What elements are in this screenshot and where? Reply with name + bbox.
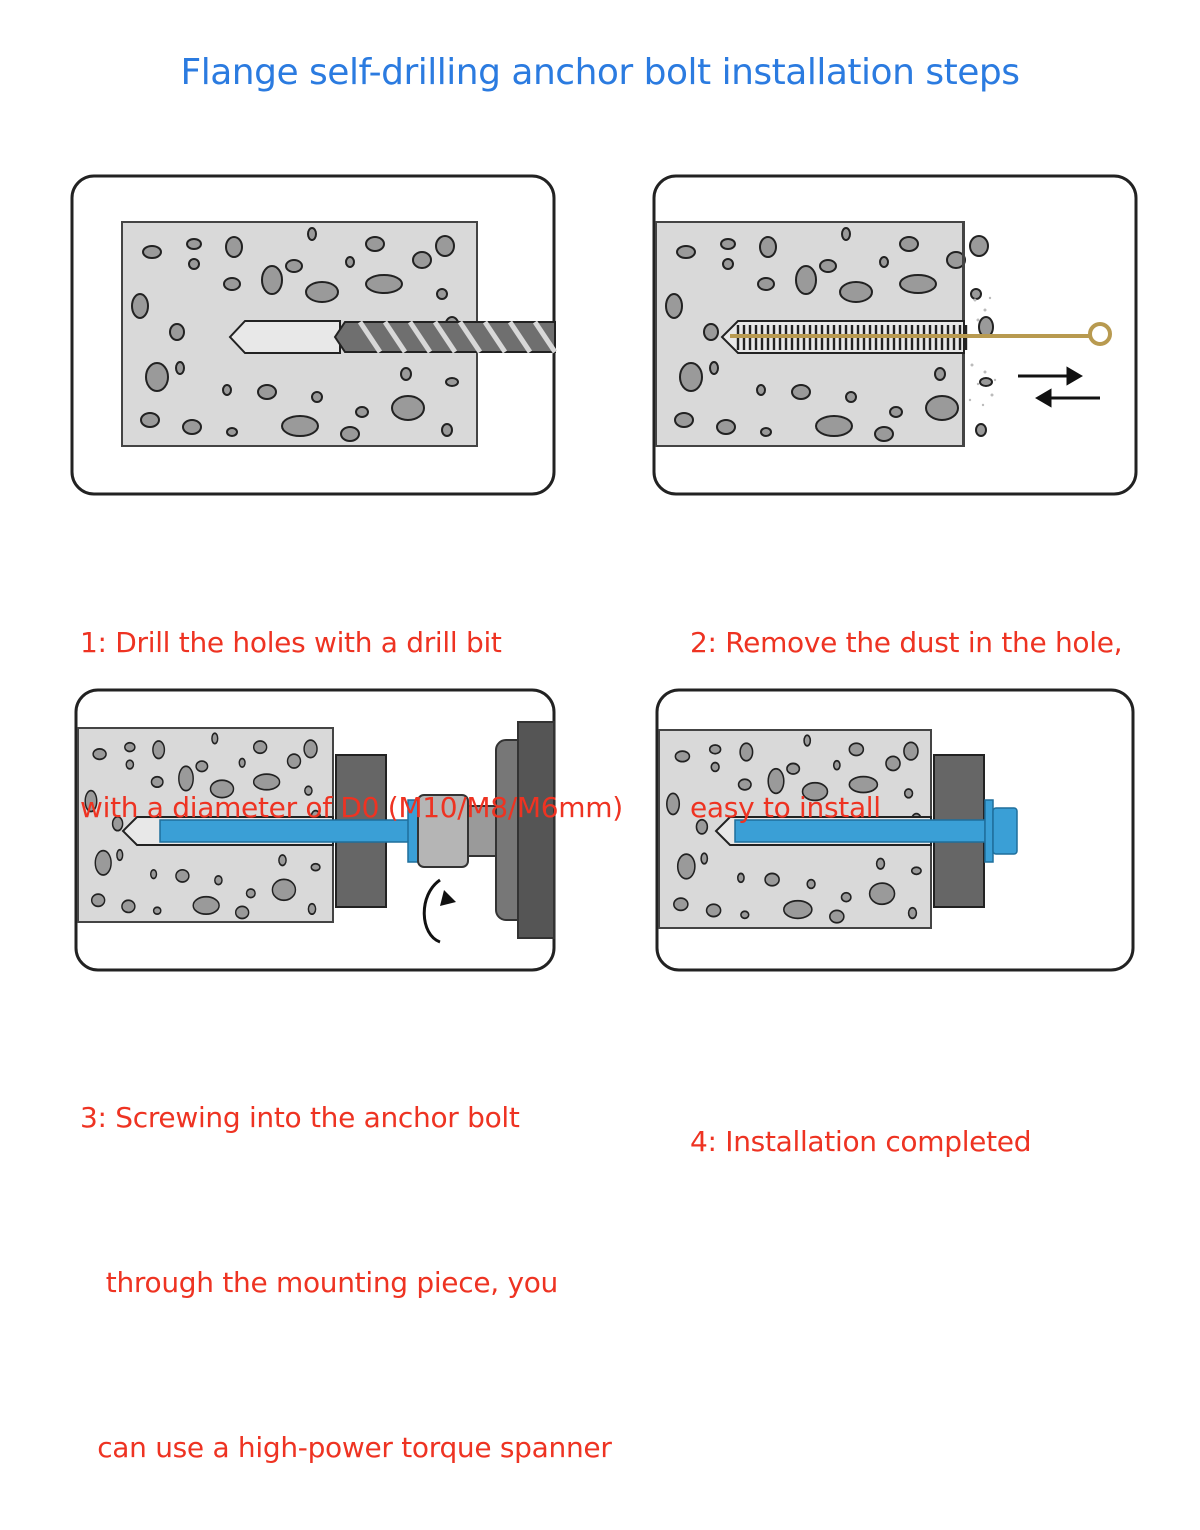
installed-bolt-icon — [734, 799, 1018, 863]
step-1-line-1: 1: Drill the holes with a drill bit — [80, 626, 502, 659]
step-2-caption: 2: Remove the dust in the hole, easy to … — [690, 505, 1123, 890]
page-title: Flange self-drilling anchor bolt install… — [180, 52, 1020, 93]
step-2-line-2: easy to install — [690, 791, 881, 824]
step-3-line-3: can use a high-power torque spanner — [80, 1431, 612, 1464]
step-3-illustration — [74, 688, 556, 972]
step-3-line-2: through the mounting piece, you — [80, 1266, 559, 1299]
drill-bit-icon — [333, 320, 558, 354]
step-3-line-1: 3: Screwing into the anchor bolt — [80, 1101, 520, 1134]
step-4-illustration — [655, 688, 1135, 972]
dust-icon — [968, 296, 997, 407]
brush-icon — [730, 322, 1112, 350]
step-2-line-1: 2: Remove the dust in the hole, — [690, 626, 1123, 659]
step-4-line-1: 4: Installation completed — [690, 1125, 1032, 1158]
installation-diagram — [70, 174, 1138, 972]
step-1-caption: 1: Drill the holes with a drill bit with… — [80, 505, 623, 890]
push-pull-arrows-icon — [1018, 366, 1100, 408]
torque-spanner-icon — [417, 721, 555, 939]
step-3-caption: 3: Screwing into the anchor bolt through… — [80, 980, 612, 1530]
step-1-illustration — [70, 174, 558, 496]
step-1-line-2: with a diameter of D0 (M10/M8/M6mm) — [80, 791, 623, 824]
rotate-icon — [422, 878, 456, 944]
step-4-caption: 4: Installation completed — [690, 1004, 1032, 1224]
step-2-illustration — [652, 174, 1138, 496]
